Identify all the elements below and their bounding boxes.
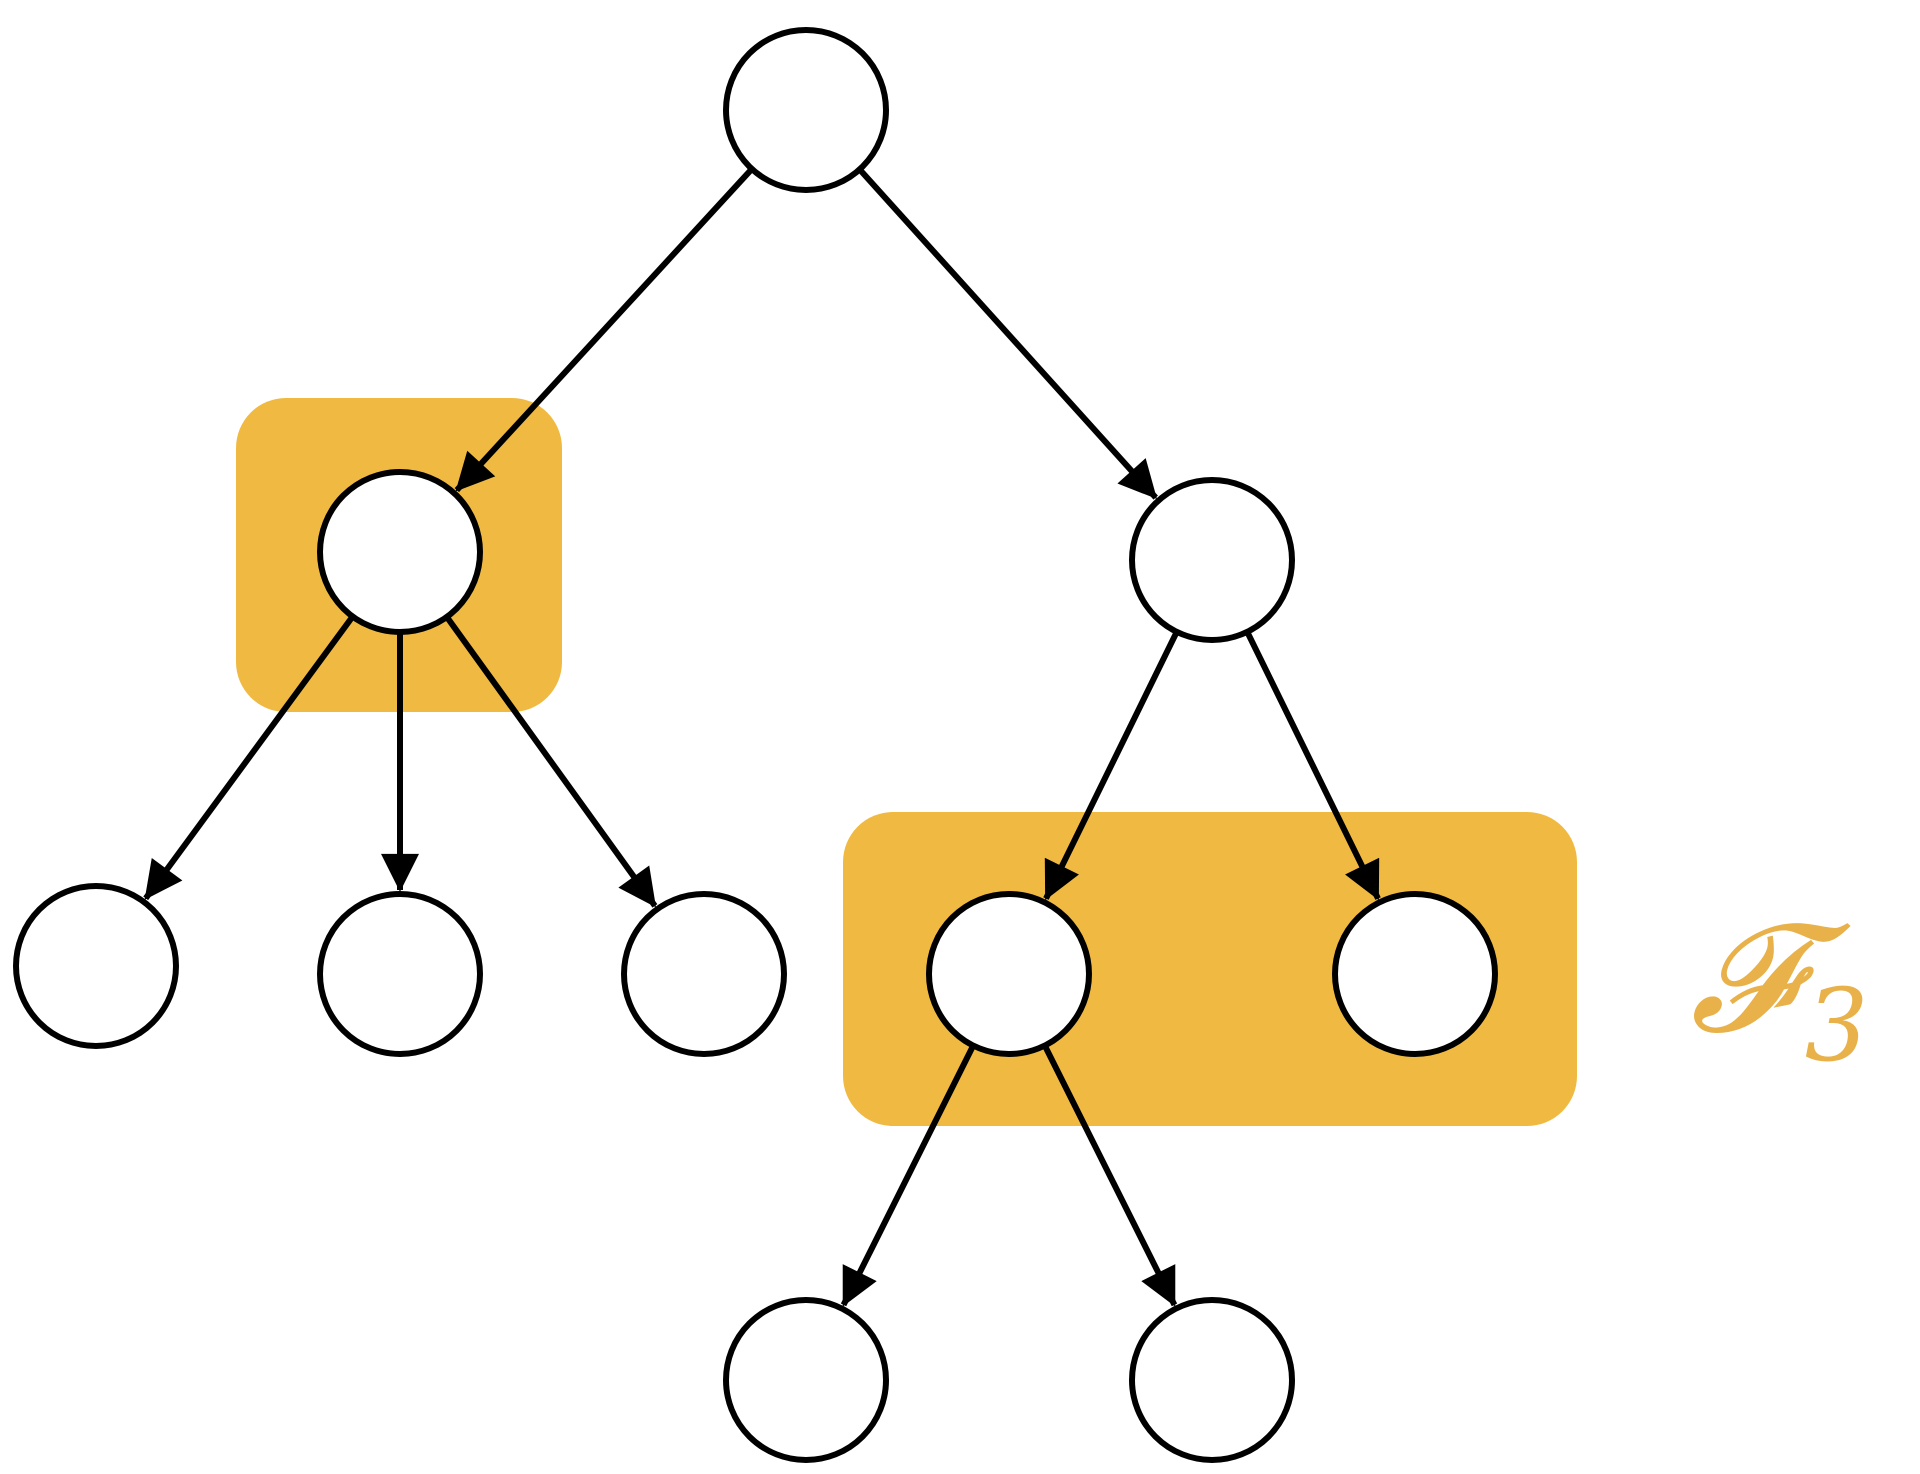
node-b	[1129, 477, 1295, 643]
group-label-subscript: 3	[1805, 967, 1869, 1084]
node-a1	[13, 883, 179, 1049]
edge-root-to-b	[857, 167, 1158, 500]
edges-layer	[143, 166, 1381, 1307]
node-b1b	[1129, 1297, 1295, 1463]
node-b1a	[723, 1297, 889, 1463]
group-label: 𝓕3	[1690, 892, 1868, 1084]
node-b1	[926, 891, 1092, 1057]
node-root	[723, 27, 889, 193]
node-a2	[317, 891, 483, 1057]
edge-a-to-a1	[143, 614, 356, 901]
edge-root-to-a	[454, 166, 755, 493]
edge-b1-to-b1b	[1042, 1044, 1178, 1307]
edge-b-to-b2	[1244, 630, 1381, 901]
node-b2	[1332, 891, 1498, 1057]
node-a3	[621, 891, 787, 1057]
edge-b1-to-b1a	[840, 1044, 976, 1307]
edge-b-to-b1	[1043, 630, 1180, 901]
edge-a-to-a3	[444, 615, 658, 908]
node-a	[317, 469, 483, 635]
